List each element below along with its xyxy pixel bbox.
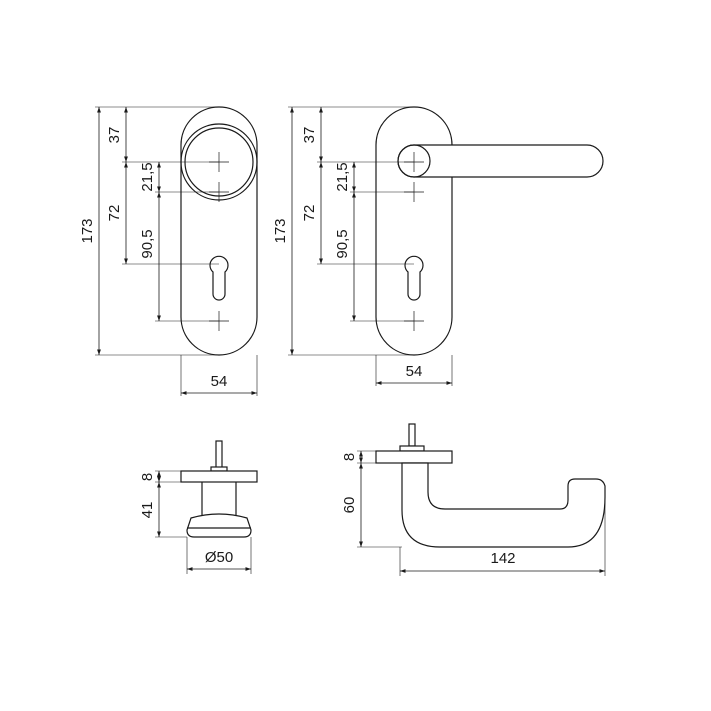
label-37-left: 37 (106, 127, 123, 144)
label-173-left: 173 (79, 218, 96, 243)
knob-spindle (215, 440, 223, 470)
label-21-5-right: 21,5 (334, 162, 351, 191)
label-72-right: 72 (301, 205, 318, 222)
lever-escutcheon-front-view: 173 37 72 21,5 90,5 54 (272, 106, 604, 386)
ext-lines-right (288, 106, 453, 386)
label-54-right: 54 (406, 363, 423, 380)
cylinder-keyhole-right (404, 255, 424, 301)
lever-spindle (408, 423, 416, 447)
ext-lines-left (95, 106, 258, 396)
knob-base-plate (180, 470, 258, 483)
label-72-left: 72 (106, 205, 123, 222)
label-21-5-left: 21,5 (139, 162, 156, 191)
label-54-left: 54 (211, 373, 228, 390)
cylinder-keyhole-left (209, 255, 229, 301)
ext-lines-knob (155, 470, 252, 574)
label-41-knob: 41 (139, 502, 156, 519)
knob-escutcheon-front-view: 173 37 72 21,5 90,5 54 (79, 106, 258, 396)
label-142-lever: 142 (490, 550, 515, 567)
ext-lines-lever (357, 450, 606, 576)
lever-spindle-nut (399, 445, 425, 452)
knob-neck (201, 482, 237, 516)
label-90-5-left: 90,5 (139, 229, 156, 258)
lever-side-view: 8 60 142 (341, 423, 606, 576)
lever-base-plate (375, 450, 453, 464)
lever-handle-side (401, 462, 606, 548)
knob-spindle-nut (210, 466, 228, 472)
label-173-right: 173 (272, 218, 289, 243)
label-diameter-knob: Ø50 (205, 549, 233, 566)
knob-side-view: 8 41 Ø50 (139, 440, 258, 574)
label-8-knob: 8 (139, 473, 156, 481)
lever-rose-front (397, 144, 431, 178)
knob-head (186, 513, 252, 538)
label-8-lever: 8 (341, 453, 358, 461)
lever-handle-front (397, 144, 604, 178)
label-37-right: 37 (301, 127, 318, 144)
label-90-5-right: 90,5 (334, 229, 351, 258)
label-60-lever: 60 (341, 497, 358, 514)
